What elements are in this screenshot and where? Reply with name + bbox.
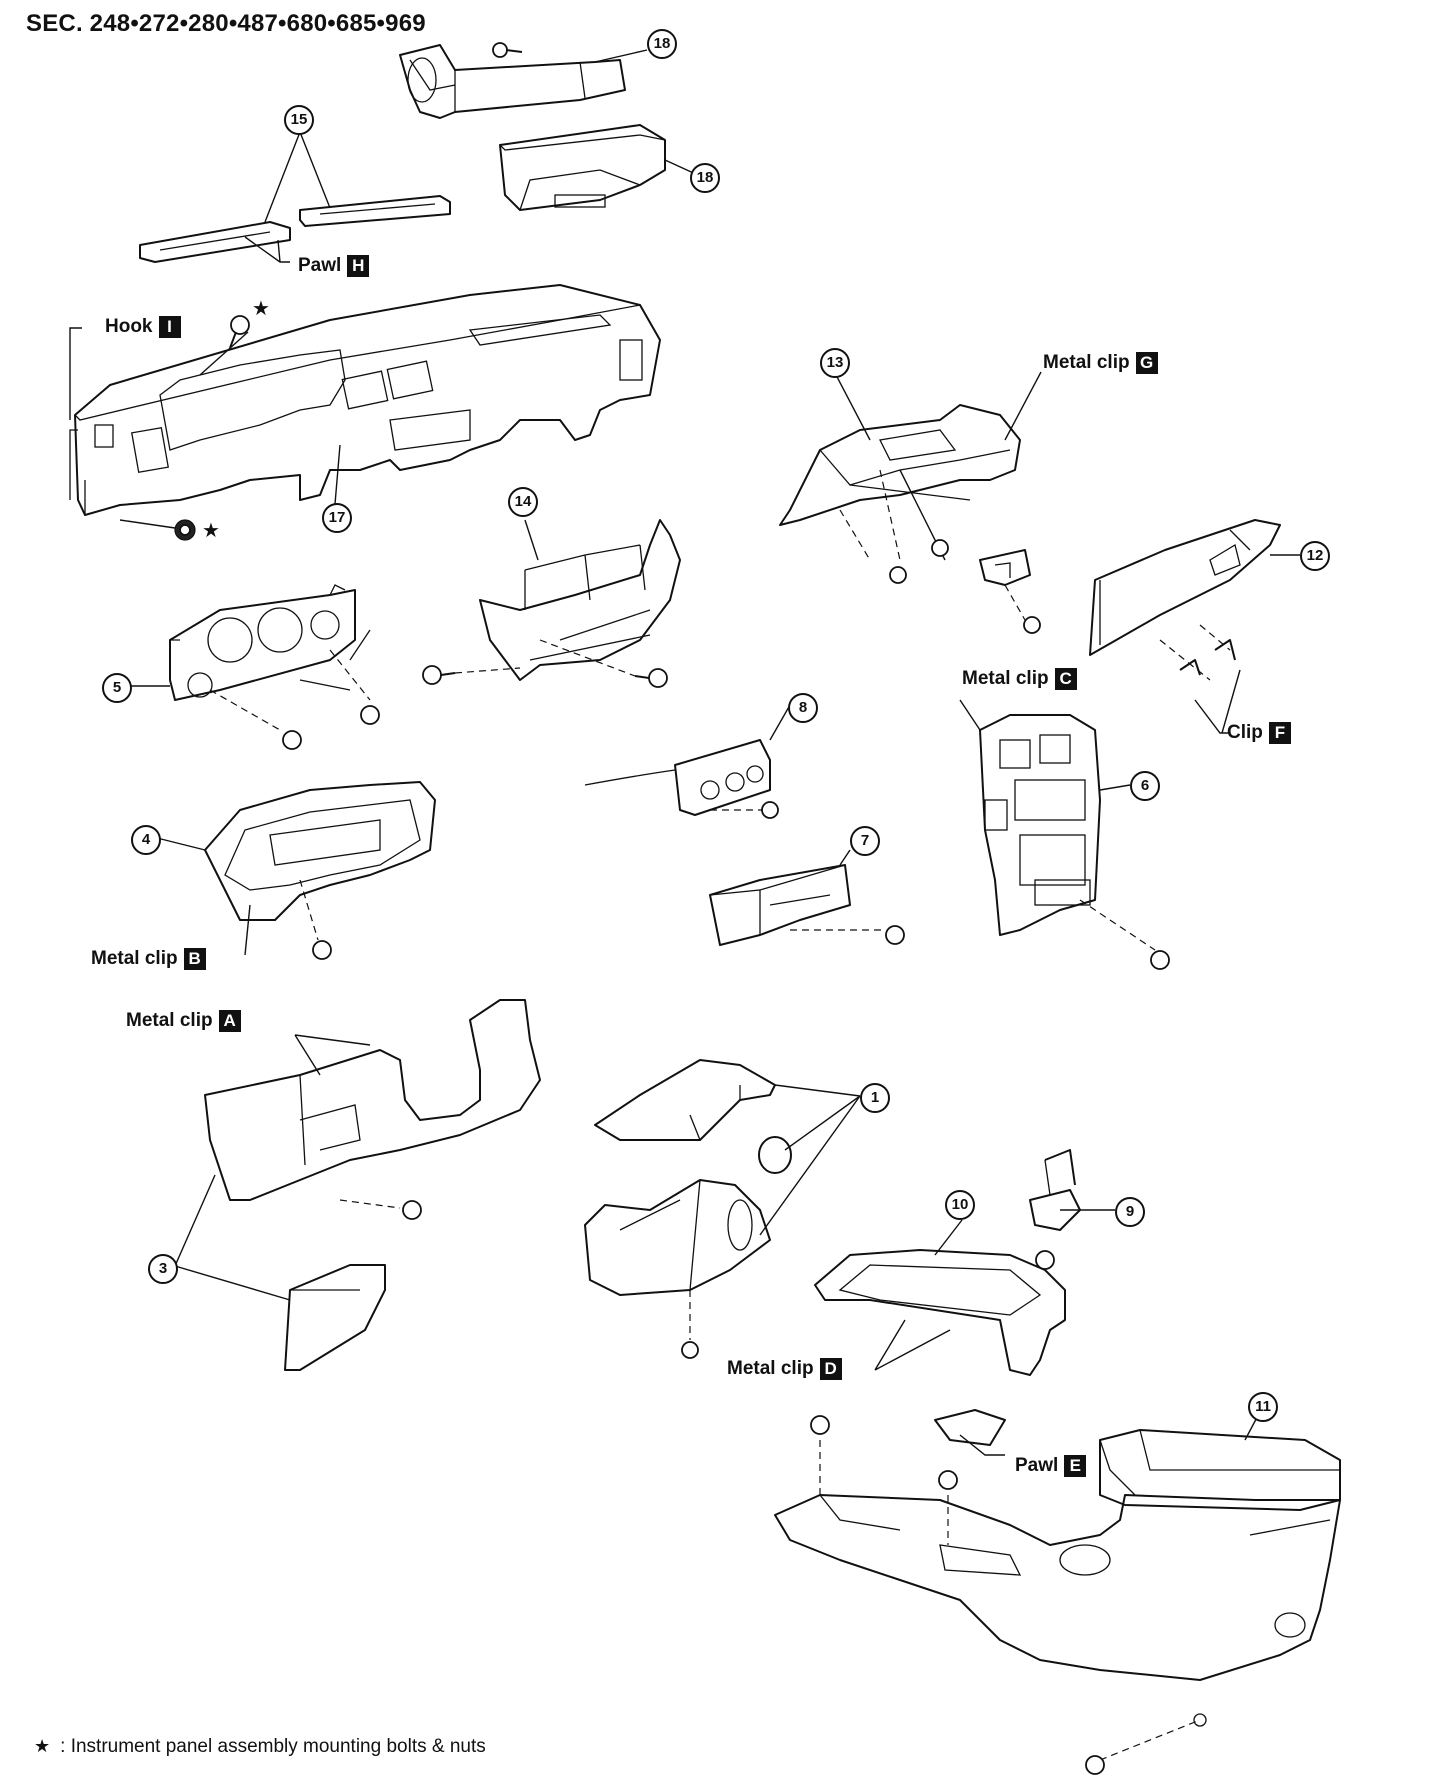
letter-box-e: E <box>1064 1455 1087 1477</box>
letter-box-h: H <box>347 255 370 277</box>
callout-4: 4 <box>131 825 161 855</box>
callout-12: 12 <box>1300 541 1330 571</box>
instrument-panel-part-17 <box>69 284 661 516</box>
label-metal-clip-b-text: Metal clip <box>91 948 178 969</box>
lower-cover-panel <box>284 1264 386 1371</box>
audio-unit-part-7 <box>709 864 851 946</box>
callout-18-airbag: 18 <box>690 163 720 193</box>
letter-box-f: F <box>1268 722 1291 744</box>
callout-11: 11 <box>1248 1392 1278 1422</box>
label-hook-i-text: Hook <box>105 316 153 337</box>
callout-18-duct: 18 <box>647 29 677 59</box>
lower-panel-part-14 <box>479 519 681 681</box>
label-metal-clip-g-text: Metal clip <box>1043 352 1130 373</box>
metal-clip-g-part <box>979 549 1031 586</box>
callout-10: 10 <box>945 1190 975 1220</box>
footnote: ★ : Instrument panel assembly mounting bo… <box>34 1736 486 1758</box>
label-metal-clip-b: Metal clip B <box>91 948 206 970</box>
letter-box-i: I <box>158 316 181 338</box>
steering-column-covers-part-1 <box>584 1059 792 1296</box>
glove-box-lid-part-13 <box>779 404 1021 526</box>
section-title: SEC. 248•272•280•487•680•685•969 <box>26 10 426 37</box>
letter-box-g: G <box>1135 352 1158 374</box>
callout-6: 6 <box>1130 771 1160 801</box>
air-bag-module-part-18 <box>499 124 666 211</box>
callout-1: 1 <box>860 1083 890 1113</box>
callout-14: 14 <box>508 487 538 517</box>
center-finisher-part-6 <box>979 714 1101 936</box>
label-pawl-e: Pawl E <box>1015 1455 1087 1477</box>
bolt-top <box>492 42 523 58</box>
defroster-duct-part-18 <box>399 44 626 119</box>
footnote-text: : Instrument panel assembly mounting bol… <box>60 1736 486 1757</box>
footnote-star-icon: ★ <box>34 1736 51 1756</box>
label-metal-clip-c-text: Metal clip <box>962 668 1049 689</box>
label-metal-clip-a-text: Metal clip <box>126 1010 213 1031</box>
combination-meter-part-5 <box>169 584 356 701</box>
label-metal-clip-c: Metal clip C <box>962 668 1077 690</box>
callout-8: 8 <box>788 693 818 723</box>
callout-7: 7 <box>850 826 880 856</box>
label-pawl-e-text: Pawl <box>1015 1455 1059 1476</box>
center-console-part-11 <box>774 1409 1341 1681</box>
callout-9: 9 <box>1115 1197 1145 1227</box>
side-defroster-grilles-part-15 <box>139 195 451 263</box>
glove-box-part-12 <box>1089 519 1281 656</box>
label-metal-clip-a: Metal clip A <box>126 1010 241 1032</box>
label-pawl-h: Pawl H <box>298 255 370 277</box>
ash-tray-part-9 <box>1029 1149 1081 1231</box>
callout-3: 3 <box>148 1254 178 1284</box>
callout-13: 13 <box>820 348 850 378</box>
letter-box-d: D <box>819 1358 842 1380</box>
callout-17: 17 <box>322 503 352 533</box>
letter-box-c: C <box>1054 668 1077 690</box>
label-clip-f-text: Clip <box>1227 722 1263 743</box>
star-mark-nut: ★ <box>202 520 220 542</box>
instrument-lower-cover-part-3 <box>204 999 541 1201</box>
callout-15: 15 <box>284 105 314 135</box>
letter-box-a: A <box>218 1010 241 1032</box>
console-finisher-part-10 <box>814 1249 1066 1376</box>
callout-5: 5 <box>102 673 132 703</box>
letter-box-b: B <box>183 948 206 970</box>
label-pawl-h-text: Pawl <box>298 255 342 276</box>
label-metal-clip-d: Metal clip D <box>727 1358 842 1380</box>
label-hook-i: Hook I <box>105 316 181 338</box>
label-clip-f: Clip F <box>1227 722 1291 744</box>
label-metal-clip-d-text: Metal clip <box>727 1358 814 1379</box>
heater-control-part-8 <box>584 739 771 816</box>
label-metal-clip-g: Metal clip G <box>1043 352 1158 374</box>
cluster-lid-part-4 <box>204 781 436 921</box>
star-mark-hook: ★ <box>252 298 270 320</box>
